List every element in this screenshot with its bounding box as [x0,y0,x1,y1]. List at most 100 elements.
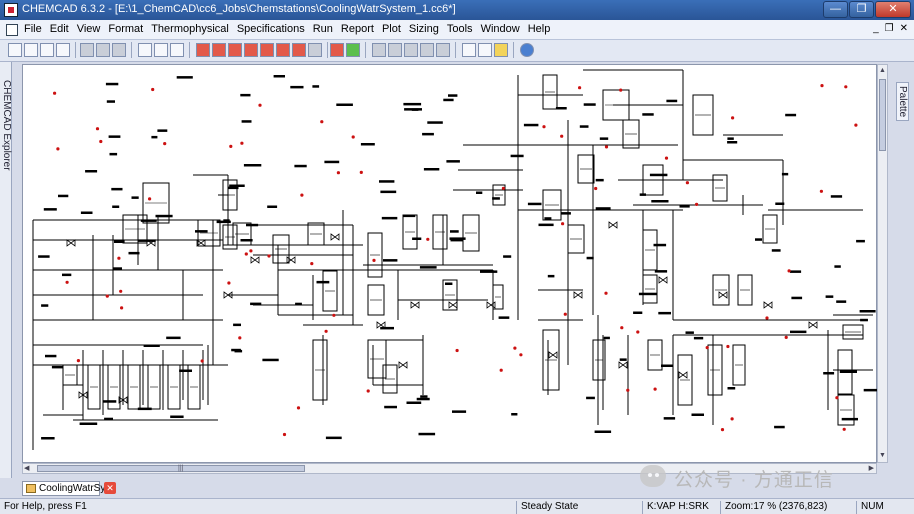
toolbar-button-21-icon[interactable] [372,43,386,57]
toolbar-button-6-icon[interactable] [96,43,110,57]
mdi-restore-button[interactable]: ❐ [884,23,894,34]
vertical-scroll-thumb[interactable] [879,79,886,151]
menu-window[interactable]: Window [480,23,520,35]
minimize-button[interactable]: — [823,1,848,18]
horizontal-scroll-thumb[interactable] [37,465,305,472]
chemcad-app-icon[interactable] [4,3,18,17]
toolbar-button-16-icon[interactable] [276,43,290,57]
red-node-marker [542,125,546,129]
stream-tag-mark [325,436,342,440]
stream-tag-mark [166,336,181,340]
maximize-button[interactable]: ❐ [849,1,874,18]
menu-edit[interactable]: Edit [49,23,69,35]
red-node-marker [351,135,355,139]
scroll-right-arrow-icon[interactable]: ▶ [868,465,874,472]
status-zoom: Zoom:17 % (2376,823) [720,501,854,514]
flowsheet-canvas[interactable] [22,64,878,463]
stream-tag-mark [114,240,125,243]
valve-symbol-icon [618,361,628,369]
stream-tag-mark [693,336,704,340]
vertical-scrollbar[interactable]: ▲ ▼ [877,64,888,463]
toolbar-button-29-icon[interactable] [520,43,534,57]
stream-tag-mark [579,125,589,128]
menu-specifications[interactable]: Specifications [236,23,305,35]
stream-tag-mark [113,267,122,270]
toolbar-button-24-icon[interactable] [420,43,434,57]
scroll-down-arrow-icon[interactable]: ▼ [879,452,886,459]
toolbar-button-5-icon[interactable] [80,43,94,57]
red-node-marker [620,326,624,330]
toolbar-separator [455,42,456,58]
stream-tag-mark [790,330,807,334]
toolbar-button-22-icon[interactable] [388,43,402,57]
menu-run[interactable]: Run [312,23,333,35]
stream-tag-mark [555,107,567,110]
toolbar-button-27-icon[interactable] [478,43,492,57]
toolbar-button-18-icon[interactable] [308,43,322,57]
tab-coolingwatrsystem[interactable]: CoolingWatrSy [22,481,105,496]
unit-operation-block [642,274,658,304]
menu-help[interactable]: Help [527,23,551,35]
document-icon[interactable] [6,24,18,36]
stream-tag-mark [649,173,668,177]
red-node-marker [820,84,824,88]
mdi-close-button[interactable]: ✕ [899,23,908,34]
menu-file[interactable]: File [24,23,42,35]
toolbar-button-9-icon[interactable] [154,43,168,57]
red-node-marker [310,262,314,266]
scroll-left-arrow-icon[interactable]: ◀ [24,465,30,472]
title-bar: CHEMCAD 6.3.2 - [E:\1_ChemCAD\cc6_Jobs\C… [0,0,914,20]
palette-tab[interactable]: Palette [890,62,914,482]
toolbar-button-23-icon[interactable] [404,43,418,57]
unit-operation-block [492,184,506,206]
toolbar-button-12-icon[interactable] [212,43,226,57]
toolbar-button-26-icon[interactable] [462,43,476,57]
tab-close-button[interactable]: ✕ [104,482,116,494]
toolbar-button-1-icon[interactable] [8,43,22,57]
toolbar-button-28-icon[interactable] [494,43,508,57]
scroll-up-arrow-icon[interactable]: ▲ [879,67,886,74]
toolbar-button-8-icon[interactable] [138,43,152,57]
stream-tag-mark [599,137,609,140]
valve-symbol-icon [250,256,260,264]
stream-tag-mark [195,230,208,233]
toolbar-button-7-icon[interactable] [112,43,126,57]
stream-tag-mark [179,369,192,372]
menu-view[interactable]: View [76,23,101,35]
close-button[interactable]: ✕ [875,1,911,18]
toolbar-button-4-icon[interactable] [56,43,70,57]
menu-report[interactable]: Report [340,23,374,35]
toolbar-button-3-icon[interactable] [40,43,54,57]
toolbar-button-19-icon[interactable] [330,43,344,57]
toolbar-button-17-icon[interactable] [292,43,306,57]
toolbar-button-2-icon[interactable] [24,43,38,57]
stream-tag-mark [727,141,738,144]
menu-sizing[interactable]: Sizing [408,23,439,35]
menu-tools[interactable]: Tools [446,23,473,35]
toolbar-button-20-icon[interactable] [346,43,360,57]
horizontal-scrollbar[interactable]: ◀ ||| ▶ [22,463,877,474]
unit-operation-block [692,94,714,136]
toolbar-button-25-icon[interactable] [436,43,450,57]
toolbar-button-11-icon[interactable] [196,43,210,57]
red-node-marker [163,142,167,146]
stream-tag-mark [791,296,803,300]
menu-thermophysical[interactable]: Thermophysical [151,23,229,35]
toolbar-button-14-icon[interactable] [244,43,258,57]
toolbar-button-13-icon[interactable] [228,43,242,57]
stream-tag-mark [638,292,657,296]
unit-operation-block [442,279,458,311]
stream-tag-mark [422,132,434,136]
stream-tag-mark [595,178,604,182]
unit-operation-block [542,74,558,110]
chemcad-explorer-tab[interactable]: CHEMCAD Explorer [0,62,12,482]
stream-tag-mark [294,164,307,168]
menu-plot[interactable]: Plot [381,23,401,35]
stream-tag-mark [380,190,397,194]
stream-tag-mark [170,415,184,418]
mdi-minimize-button[interactable]: _ [873,23,879,34]
unit-operation-block [432,214,448,250]
menu-format[interactable]: Format [108,23,144,35]
toolbar-button-10-icon[interactable] [170,43,184,57]
toolbar-button-15-icon[interactable] [260,43,274,57]
